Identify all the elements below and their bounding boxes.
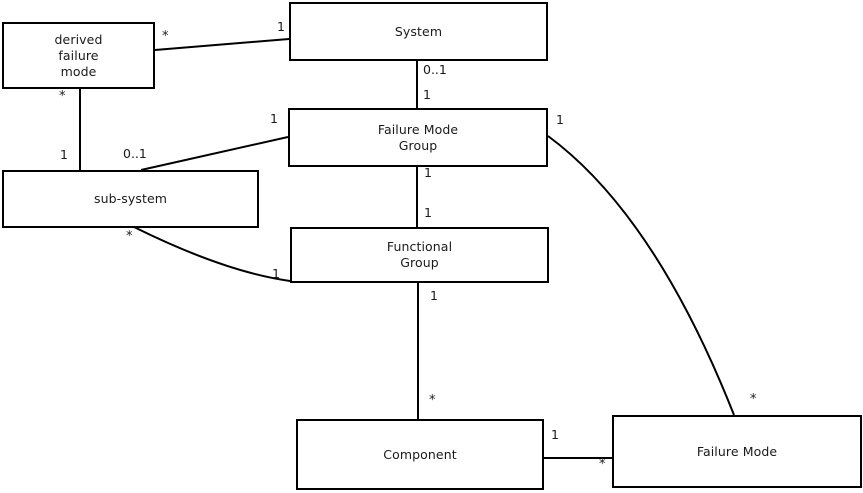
class-box-sub-system[interactable]: sub-system bbox=[2, 170, 259, 228]
class-box-failure-mode-group[interactable]: Failure Mode Group bbox=[288, 108, 548, 167]
class-name-label: Failure Mode bbox=[696, 443, 778, 459]
multiplicity-label: * bbox=[59, 89, 66, 104]
multiplicity-label: 1 bbox=[424, 165, 432, 180]
multiplicity-label: 1 bbox=[277, 19, 285, 34]
association-sub-system--failure-mode-group bbox=[140, 136, 289, 171]
class-name-label: System bbox=[394, 23, 443, 39]
class-name-label: Component bbox=[383, 446, 457, 462]
multiplicity-label: * bbox=[162, 29, 169, 44]
class-box-system[interactable]: System bbox=[289, 2, 548, 61]
multiplicity-label: * bbox=[126, 229, 133, 244]
multiplicity-label: 1 bbox=[551, 427, 559, 442]
association-sub-system--functional-group bbox=[133, 226, 291, 282]
multiplicity-label: 1 bbox=[424, 205, 432, 220]
class-name-label: derived failure mode bbox=[54, 31, 103, 79]
multiplicity-label: * bbox=[429, 393, 436, 408]
class-name-label: Failure Mode Group bbox=[377, 121, 459, 153]
class-box-failure-mode[interactable]: Failure Mode bbox=[612, 415, 862, 488]
class-name-label: Functional Group bbox=[386, 239, 453, 270]
multiplicity-label: * bbox=[599, 457, 606, 472]
class-name-label: sub-system bbox=[93, 191, 168, 206]
multiplicity-label: 1 bbox=[423, 87, 431, 102]
multiplicity-label: 1 bbox=[430, 288, 438, 303]
class-box-functional-group[interactable]: Functional Group bbox=[290, 227, 549, 283]
multiplicity-label: 1 bbox=[272, 266, 280, 281]
association-failure-mode-group--failure-mode bbox=[547, 135, 735, 416]
multiplicity-label: 1 bbox=[60, 147, 68, 162]
multiplicity-label: 0..1 bbox=[423, 62, 447, 77]
multiplicity-label: * bbox=[750, 392, 757, 407]
class-box-derived-failure-mode[interactable]: derived failure mode bbox=[2, 22, 155, 89]
class-box-component[interactable]: Component bbox=[296, 419, 544, 490]
association-derived-failure-mode--system bbox=[154, 38, 290, 51]
multiplicity-label: 1 bbox=[270, 111, 278, 126]
multiplicity-label: 1 bbox=[556, 112, 564, 127]
multiplicity-label: 0..1 bbox=[123, 146, 147, 161]
